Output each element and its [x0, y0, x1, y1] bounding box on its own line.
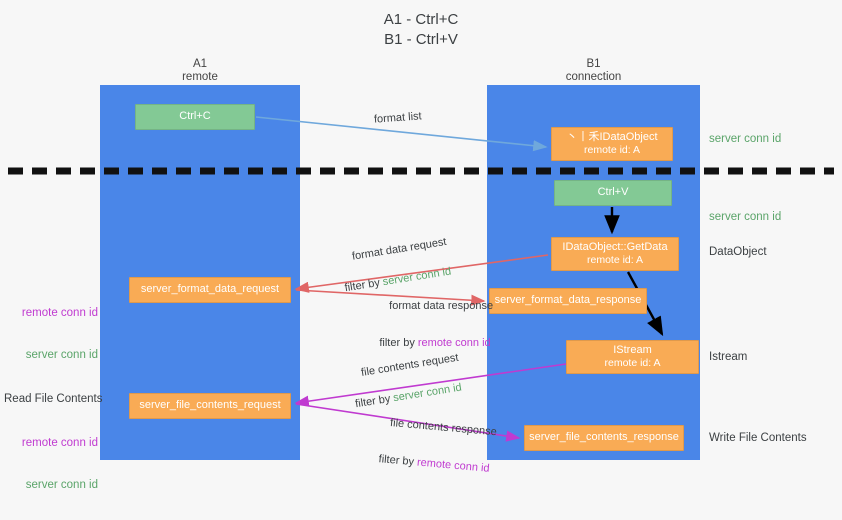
note-dataobject: DataObject	[709, 246, 767, 258]
box-server-file-contents-request-label: server_file_contents_request	[139, 399, 281, 412]
note-conn-ids-upper: remote conn id server conn id	[8, 278, 98, 390]
label-file-contents-response-title: file contents response	[389, 416, 498, 439]
box-idataobject-line1: ⼂⼁⽲IDataObject	[566, 130, 658, 143]
filter-value-remote-conn-id: remote conn id	[417, 337, 491, 349]
note-write-file-contents: Write File Contents	[709, 432, 807, 444]
box-server-file-contents-request[interactable]: server_file_contents_request	[129, 393, 291, 419]
column-header-b1: B1 connection	[565, 58, 622, 83]
box-server-file-contents-response-label: server_file_contents_response	[529, 431, 679, 444]
box-server-format-data-response-label: server_format_data_response	[494, 294, 642, 307]
box-istream[interactable]: IStream remote id: A	[566, 340, 699, 374]
diagram-canvas: A1 - Ctrl+C B1 - Ctrl+V A1 remote B1 con…	[4, 11, 834, 491]
box-istream-line1: IStream	[613, 343, 652, 356]
box-idataobject-getdata[interactable]: IDataObject::GetData remote id: A	[551, 237, 679, 271]
label-format-data-response-title: format data response	[389, 300, 494, 312]
page-title: A1 - Ctrl+C B1 - Ctrl+V	[383, 11, 459, 48]
label-format-list: format list	[373, 110, 423, 126]
box-istream-line2: remote id: A	[604, 357, 661, 369]
note-server-conn-id-second: server conn id	[709, 211, 782, 223]
box-idataobject[interactable]: ⼂⼁⽲IDataObject remote id: A	[551, 127, 673, 161]
note-server-conn-id-top: server conn id	[709, 133, 782, 145]
note-server-conn-id: server conn id	[25, 349, 98, 361]
box-server-format-data-request[interactable]: server_format_data_request	[129, 277, 291, 303]
box-ctrl-v-label: Ctrl+V	[597, 186, 629, 199]
label-format-data-response-filter: filter by remote conn id	[340, 336, 530, 351]
box-ctrl-v[interactable]: Ctrl+V	[554, 180, 672, 206]
filter-value-remote-conn-id: remote conn id	[416, 456, 491, 475]
note-conn-ids-lower: remote conn id server conn id	[8, 408, 98, 520]
label-format-data-response: format data response filter by remote co…	[340, 284, 530, 381]
filter-prefix: filter by	[378, 453, 418, 469]
box-idataobject-line2: remote id: A	[583, 144, 641, 156]
filter-value-server-conn-id: server conn id	[392, 381, 463, 405]
note-remote-conn-id: remote conn id	[21, 437, 98, 449]
label-file-contents-response: file contents response filter by remote …	[336, 397, 534, 510]
box-server-file-contents-response[interactable]: server_file_contents_response	[524, 425, 684, 451]
note-remote-conn-id: remote conn id	[21, 307, 98, 319]
label-file-contents-response-filter: filter by remote conn id	[339, 449, 530, 481]
note-istream: Istream	[709, 351, 748, 363]
box-getdata-line2: remote id: A	[586, 254, 644, 266]
box-ctrl-c-label: Ctrl+C	[179, 110, 211, 123]
box-getdata-line1: IDataObject::GetData	[562, 240, 668, 253]
box-ctrl-c[interactable]: Ctrl+C	[135, 104, 255, 130]
note-server-conn-id: server conn id	[25, 479, 98, 491]
label-format-data-request-title: format data request	[351, 235, 448, 263]
note-read-file-contents: Read File Contents	[4, 393, 103, 405]
column-header-a1: A1 remote	[182, 58, 218, 83]
label-file-contents-request-title: file contents request	[360, 351, 460, 379]
box-server-format-data-request-label: server_format_data_request	[140, 283, 280, 296]
filter-prefix: filter by	[379, 337, 418, 349]
box-server-format-data-response[interactable]: server_format_data_response	[489, 288, 647, 314]
